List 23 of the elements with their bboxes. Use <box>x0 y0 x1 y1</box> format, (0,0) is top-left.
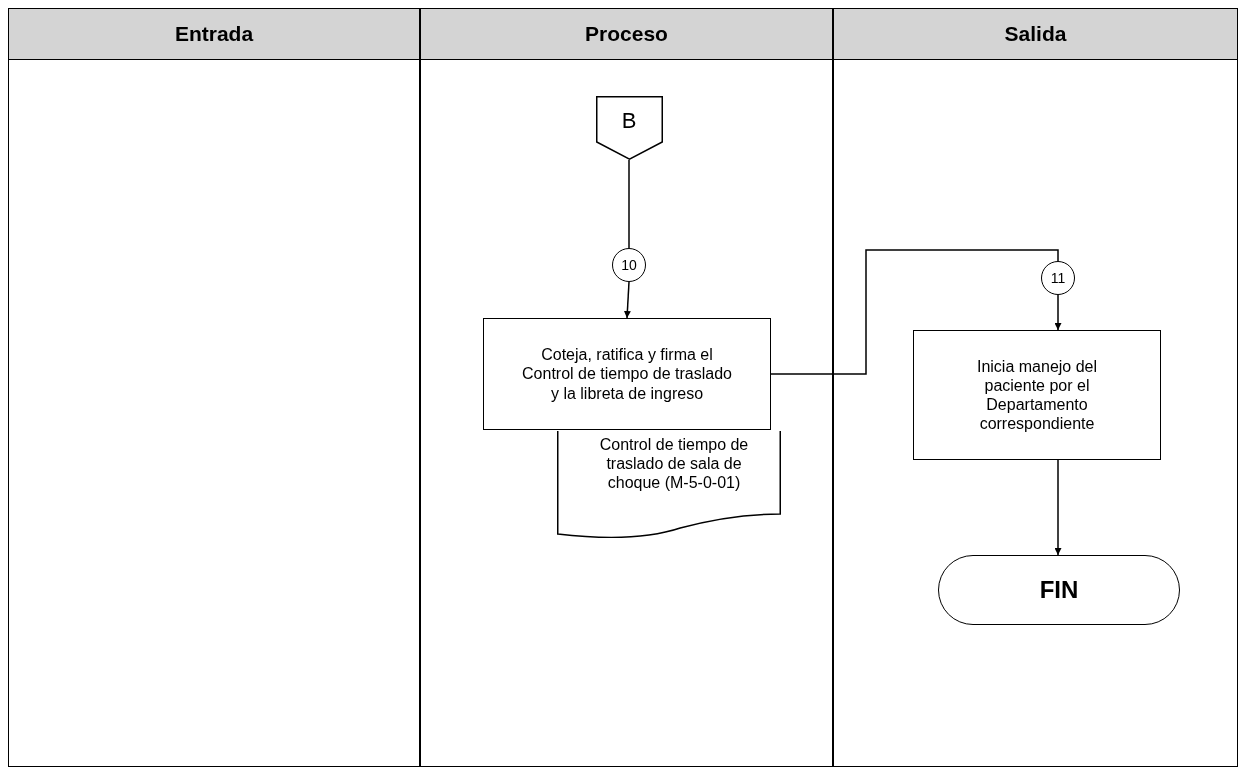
step-number-circle <box>1041 261 1075 295</box>
process-box <box>913 330 1161 460</box>
arrow <box>1054 459 1062 556</box>
step-number-circle <box>612 248 646 282</box>
swimlane <box>420 8 833 767</box>
arrow <box>1054 294 1062 331</box>
off-page-connector <box>595 96 663 160</box>
arrow <box>623 281 631 319</box>
lane-title: Entrada <box>174 22 254 46</box>
step-number: 11 <box>1050 269 1066 287</box>
connector-line <box>770 249 1059 375</box>
node-text: B <box>621 107 637 135</box>
node-text: FIN <box>1039 575 1079 605</box>
connector-line <box>628 159 630 249</box>
node-text: Coteja, ratifica y firma el Control de tiempo de traslado y la libreta de ingreso <box>521 345 733 403</box>
swimlane <box>833 8 1238 767</box>
node-text: Inicia manejo del paciente por el Departamento correspondiente <box>975 356 1099 434</box>
process-box <box>483 318 771 430</box>
lane-title: Proceso <box>585 22 668 46</box>
node-text: Control de tiempo de traslado de sala de choque (M-5-0-01) <box>598 435 750 493</box>
step-number: 10 <box>621 256 637 274</box>
swimlane <box>8 8 420 767</box>
lane-title: Salida <box>1004 22 1067 46</box>
